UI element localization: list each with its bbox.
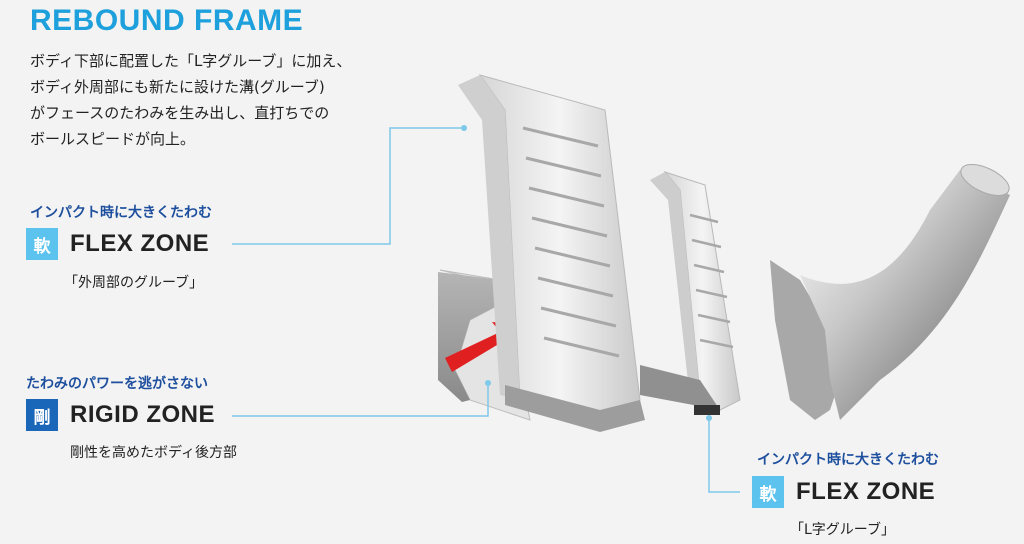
flex-outer-subtitle: 「外周部のグルーブ」 — [64, 275, 204, 291]
flex-l-zone-name: FLEX ZONE — [796, 478, 936, 505]
description-line: ボディ外周部にも新たに設けた溝(グルーブ) — [30, 78, 325, 96]
hard-kanji-badge: 剛 — [26, 399, 58, 431]
flex-outer-zone-name: FLEX ZONE — [70, 230, 210, 257]
page-title: REBOUND FRAME — [30, 4, 304, 37]
flex-outer-tagline: インパクト時に大きくたわむ — [30, 205, 212, 221]
rigid-zone: 剛 RIGID ZONE — [26, 399, 215, 431]
description-line: ボールスピードが向上。 — [30, 130, 196, 148]
flex-l-zone: 軟 FLEX ZONE — [752, 476, 935, 508]
soft-kanji-badge: 軟 — [26, 228, 58, 260]
soft-kanji-badge: 軟 — [752, 476, 784, 508]
flex-outer-zone: 軟 FLEX ZONE — [26, 228, 209, 260]
face-slab — [458, 74, 645, 432]
flex-l-subtitle: 「L字グルーブ」 — [790, 522, 895, 538]
rigid-tagline: たわみのパワーを逃がさない — [26, 376, 208, 392]
description: ボディ下部に配置した「L字グルーブ」に加え、 ボディ外周部にも新たに設けた溝(グ… — [30, 48, 351, 152]
hosel-section — [770, 164, 1010, 420]
flex-outer-leader — [232, 127, 464, 245]
flex-l-leader — [708, 418, 740, 493]
middle-grooves — [689, 213, 734, 349]
face-grooves — [522, 126, 620, 358]
rigid-leader — [232, 383, 489, 417]
rigid-subtitle: 剛性を高めたボディ後方部 — [70, 445, 238, 461]
description-line: がフェースのたわみを生み出し、直打ちでの — [30, 104, 330, 122]
rigid-zone-name: RIGID ZONE — [70, 401, 216, 428]
description-line: ボディ下部に配置した「L字グルーブ」に加え、 — [30, 52, 352, 70]
flex-l-tagline: インパクト時に大きくたわむ — [757, 452, 939, 468]
